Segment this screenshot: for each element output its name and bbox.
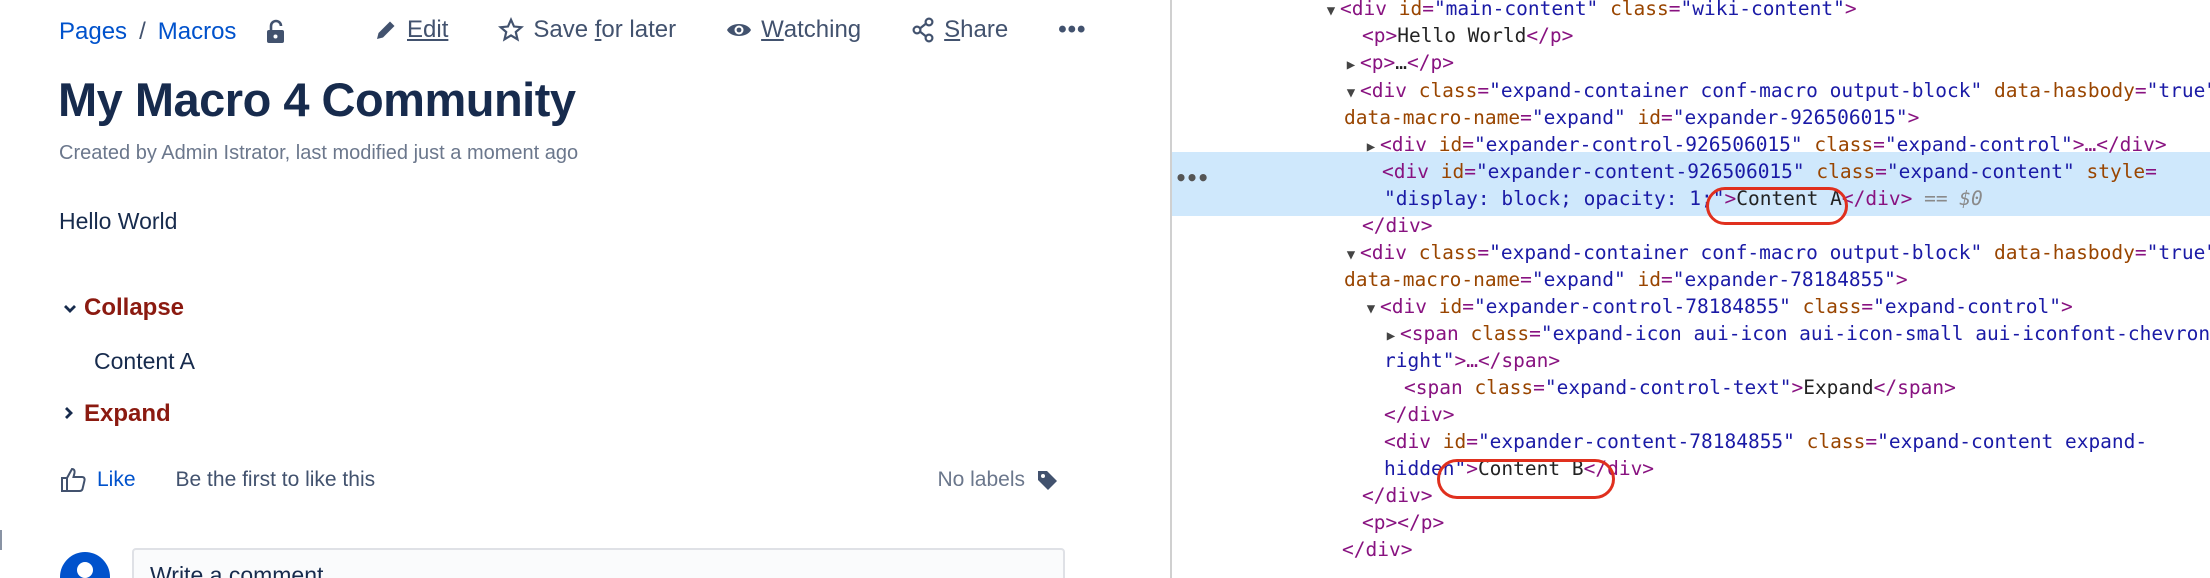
pane-divider[interactable] — [1170, 0, 1172, 578]
content-b-text-node[interactable]: Content B — [1477, 457, 1584, 480]
collapse-label: Collapse — [84, 294, 185, 321]
like-status-text: Be the first to like this — [175, 468, 376, 491]
expanded-content: Content A — [94, 348, 196, 374]
dom-node-p-hello[interactable]: <p>Hello World</p> — [1362, 24, 1574, 47]
save-label-accel: f — [594, 16, 602, 43]
like-label: Like — [97, 468, 136, 491]
annotation-circle-content-a — [1706, 187, 1848, 225]
watching-label-post: atching — [783, 16, 862, 43]
chevron-down-icon — [62, 294, 84, 322]
dom-node-expander-control-1[interactable]: ▶<div id="expander-control-926506015" cl… — [1366, 133, 2167, 156]
selected-node-marker: == $0 — [1912, 187, 1983, 210]
page-title: My Macro 4 Community — [58, 73, 576, 126]
dom-node-main-content[interactable]: ▼<div id="main-content" class="wiki-cont… — [1322, 0, 1857, 22]
expand-label: Expand — [84, 400, 171, 427]
dom-node-expand-container-1[interactable]: ▼<div class="expand-container conf-macro… — [1346, 79, 2210, 102]
triangle-collapsed-icon[interactable]: ▶ — [1346, 57, 1356, 73]
star-icon — [498, 17, 525, 42]
comment-input[interactable]: Write a comment... — [132, 548, 1065, 578]
chevron-right-icon — [62, 400, 84, 428]
devtools-elements-panel: ••• ▼<div id="main-content" class="wiki-… — [1172, 0, 2210, 578]
like-button[interactable]: Like — [59, 466, 136, 494]
node-actions-ellipsis[interactable]: ••• — [1175, 166, 1209, 190]
share-icon — [912, 17, 934, 43]
save-label-post: or later — [601, 16, 677, 43]
dom-node-close-div-3: </div> — [1362, 484, 1433, 507]
dom-node-expand-container-1-cont: data-macro-name="expand" id="expander-92… — [1344, 106, 1920, 129]
breadcrumb-macros-link[interactable]: Macros — [157, 18, 237, 45]
watching-label-accel: W — [761, 16, 784, 43]
save-label-pre: Save — [533, 16, 595, 43]
breadcrumb-separator: / — [139, 18, 146, 45]
no-labels-text: No labels — [937, 468, 1025, 491]
triangle-expand-icon[interactable]: ▼ — [1326, 3, 1336, 19]
pencil-icon — [377, 21, 395, 39]
annotation-circle-content-b — [1437, 459, 1615, 499]
dom-node-expand-container-2-cont: data-macro-name="expand" id="expander-78… — [1344, 268, 1908, 291]
dom-node-expander-content-1-cont: "display: block; opacity: 1;">Content A<… — [1384, 187, 1983, 210]
dom-node-expand-control-text[interactable]: <span class="expand-control-text">Expand… — [1404, 376, 1956, 399]
tag-icon — [1038, 471, 1057, 490]
collapse-expander-toggle[interactable]: Collapse — [62, 294, 184, 322]
dom-node-close-div-2: </div> — [1384, 403, 1455, 426]
scroll-edge-marker — [0, 530, 2, 550]
dom-node-empty-p[interactable]: <p></p> — [1362, 511, 1445, 534]
dom-node-expand-container-2[interactable]: ▼<div class="expand-container conf-macro… — [1346, 241, 2210, 264]
dom-node-expander-content-1[interactable]: <div id="expander-content-926506015" cla… — [1382, 160, 2157, 183]
selected-node-highlight — [1172, 152, 2210, 216]
eye-icon — [727, 24, 752, 36]
share-label-accel: S — [944, 16, 961, 43]
user-avatar-icon — [60, 552, 110, 578]
hello-paragraph: Hello World — [59, 208, 178, 234]
dom-node-close-main: </div> — [1342, 538, 1413, 561]
more-actions-button[interactable]: ••• — [1058, 16, 1087, 43]
expand-expander-toggle[interactable]: Expand — [62, 400, 171, 428]
dom-node-expander-content-2[interactable]: <div id="expander-content-78184855" clas… — [1384, 430, 2148, 453]
dom-node-expand-icon-span[interactable]: ▶<span class="expand-icon aui-icon aui-i… — [1386, 322, 2210, 345]
like-bar: Like Be the first to like this No labels — [59, 466, 1059, 494]
edit-label: Edit — [407, 16, 449, 43]
page-metadata: Created by Admin Istrator, last modified… — [59, 142, 579, 164]
breadcrumb-pages-link[interactable]: Pages — [59, 18, 128, 45]
dom-node-p-collapsed[interactable]: ▶<p>…</p> — [1342, 49, 1454, 76]
unlock-icon[interactable] — [264, 19, 288, 45]
thumbs-up-icon — [61, 467, 86, 492]
share-label-post: hare — [960, 16, 1009, 43]
labels-area[interactable]: No labels — [937, 468, 1059, 492]
dom-node-expand-icon-span-cont: right">…</span> — [1384, 349, 1561, 372]
dom-node-expander-control-2[interactable]: ▼<div id="expander-control-78184855" cla… — [1366, 295, 2073, 318]
edit-button[interactable]: Edit — [374, 16, 448, 44]
dom-node-close-div-1: </div> — [1362, 214, 1433, 237]
breadcrumb: Pages / Macros — [59, 18, 288, 46]
